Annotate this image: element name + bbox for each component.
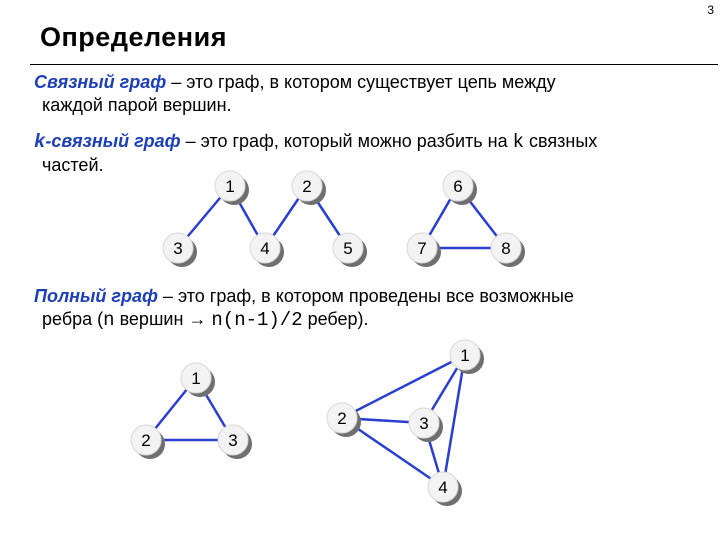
- graph-vertex: 6: [442, 170, 477, 205]
- definition-term-k: k: [34, 131, 46, 153]
- definition-text-line2: ребра (n вершин → n(n-1)/2 ребер).: [34, 308, 694, 332]
- definition-dash: –: [166, 72, 187, 92]
- page-number: 3: [707, 3, 714, 17]
- definition-text: вершин →: [114, 309, 212, 329]
- definition-complete-graph: Полный граф – это граф, в котором провед…: [34, 285, 694, 332]
- vertex-circle: [427, 471, 459, 503]
- definition-term: Связный граф: [34, 72, 167, 92]
- vertex-label: 2: [337, 409, 346, 428]
- vertex-label: 7: [417, 239, 426, 258]
- graph-k-connected: 1 2 6 3 4 5 7 8: [162, 170, 525, 267]
- vertex-circle: [326, 402, 358, 434]
- vertex-label: 3: [228, 431, 237, 450]
- vertex-circle: [408, 407, 440, 439]
- vertex-circle: [490, 232, 522, 264]
- vertex-circle: [162, 232, 194, 264]
- definition-text-line2: каждой парой вершин.: [42, 95, 232, 115]
- graph-vertex: 2: [291, 170, 326, 205]
- vertex-label: 4: [438, 478, 447, 497]
- definition-term: -связный граф: [45, 131, 181, 151]
- definition-term: Полный граф: [34, 286, 158, 306]
- vertex-circle: [217, 424, 249, 456]
- vertex-circle: [130, 424, 162, 456]
- vertex-label: 5: [343, 239, 352, 258]
- definition-text: связных: [524, 131, 598, 151]
- graph-vertex: 8: [490, 232, 525, 267]
- graph-complete-4: 1 2 3 4: [326, 339, 484, 506]
- vertex-label: 4: [260, 239, 269, 258]
- vertex-label: 3: [419, 414, 428, 433]
- vertex-label: 2: [141, 431, 150, 450]
- definition-connected-graph: Связный граф – это граф, в котором сущес…: [34, 71, 694, 117]
- definition-n-symbol: n: [103, 309, 115, 331]
- vertex-circle: [406, 232, 438, 264]
- vertex-circle: [249, 232, 281, 264]
- vertex-label: 6: [453, 177, 462, 196]
- vertex-circle: [214, 170, 246, 202]
- definition-text: это граф, в котором существует цепь межд…: [186, 72, 556, 92]
- definition-dash: –: [180, 131, 201, 151]
- graph-vertex: 1: [214, 170, 249, 205]
- vertex-label: 1: [225, 177, 234, 196]
- edge-count-formula: n(n-1)/2: [211, 309, 303, 331]
- graph-vertex: 3: [217, 424, 252, 459]
- definition-text: ребер).: [302, 309, 369, 329]
- graph-vertex: 1: [449, 339, 484, 374]
- definition-text: это граф, в котором проведены все возмож…: [177, 286, 574, 306]
- graph-complete-3: 1 2 3: [130, 362, 252, 459]
- vertex-label: 1: [191, 369, 200, 388]
- slide-title: Определения: [40, 22, 227, 52]
- title-divider: [30, 64, 718, 65]
- graph-vertex: 4: [249, 232, 284, 267]
- definition-dash: –: [157, 286, 178, 306]
- vertex-label: 1: [460, 346, 469, 365]
- vertex-circle: [180, 362, 212, 394]
- vertex-label: 3: [173, 239, 182, 258]
- definition-text: это граф, который можно разбить на: [200, 131, 513, 151]
- vertex-circle: [449, 339, 481, 371]
- graph-edge: [341, 353, 466, 420]
- graph-vertex: 4: [427, 471, 462, 506]
- graph-vertex: 5: [332, 232, 367, 267]
- graph-vertex: 2: [130, 424, 165, 459]
- vertex-circle: [291, 170, 323, 202]
- graph-vertex: 3: [162, 232, 197, 267]
- definition-k-connected-graph: k-связный граф – это граф, который можно…: [34, 130, 694, 177]
- vertex-label: 8: [501, 239, 510, 258]
- definition-text: ребра (: [42, 309, 104, 329]
- graph-vertex: 2: [326, 402, 361, 437]
- vertex-circle: [442, 170, 474, 202]
- graph-vertex: 3: [408, 407, 443, 442]
- vertex-circle: [332, 232, 364, 264]
- graph-vertex: 1: [180, 362, 215, 397]
- graph-edge: [441, 354, 467, 488]
- definition-k-symbol: k: [512, 131, 525, 153]
- definition-text-line2: частей.: [42, 155, 104, 175]
- graph-vertex: 7: [406, 232, 441, 267]
- vertex-label: 2: [302, 177, 311, 196]
